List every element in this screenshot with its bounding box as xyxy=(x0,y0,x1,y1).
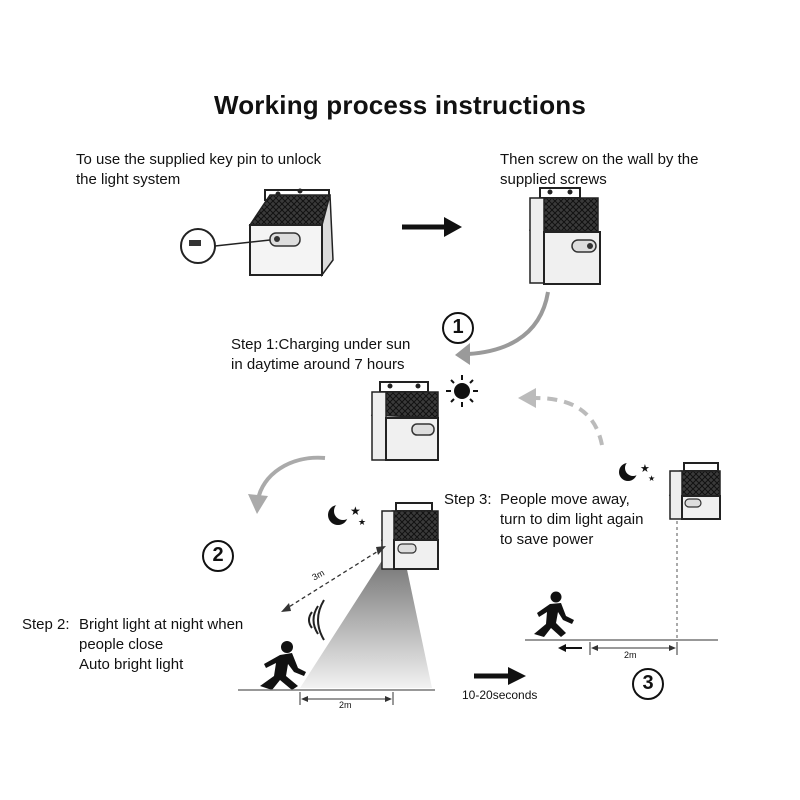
step-1-description: Charging under sun in daytime around 7 h… xyxy=(231,336,411,373)
motion-waves-icon xyxy=(308,599,325,641)
screw-instruction: Then screw on the wall by the supplied s… xyxy=(500,151,699,188)
right-arrow-icon xyxy=(402,217,462,237)
solar-lamp-bright-image xyxy=(380,502,439,570)
curved-arrow-to-step1-icon xyxy=(455,291,550,365)
step-1-text: Step 1:Charging under sun in daytime aro… xyxy=(231,335,410,375)
step-2-number-circle: 2 xyxy=(202,540,234,572)
step-3-number-circle: 3 xyxy=(632,668,664,700)
ground-line-step3 xyxy=(525,639,718,655)
detection-range-dashed-line xyxy=(281,546,386,612)
solar-lamp-dim-image xyxy=(668,462,721,520)
running-person-icon-step3 xyxy=(534,591,574,637)
light-beam-image xyxy=(300,548,432,688)
key-pin-detail-image xyxy=(180,228,271,264)
ground-distance-label-step2: 2m xyxy=(339,700,352,710)
timer-arrow-icon xyxy=(474,667,526,685)
unlock-instruction: To use the supplied key pin to unlock th… xyxy=(76,151,322,188)
solar-lamp-unlock-image xyxy=(248,188,334,278)
timer-label: 10-20seconds xyxy=(462,688,538,702)
svg-text:★: ★ xyxy=(350,504,361,518)
solar-lamp-charging-image xyxy=(370,381,439,461)
svg-text:★: ★ xyxy=(640,462,650,475)
svg-text:★: ★ xyxy=(648,474,655,483)
moon-stars-icon: ★ ★ xyxy=(328,502,366,528)
ground-distance-label-step3: 2m xyxy=(624,650,637,660)
curved-arrow-to-step2-icon xyxy=(248,455,326,514)
svg-text:★: ★ xyxy=(358,518,366,528)
step-1-number-circle: 1 xyxy=(442,312,474,344)
step-2-description: Bright light at night when people close … xyxy=(79,616,244,673)
dashed-arrow-to-sun-icon xyxy=(518,388,604,446)
moon-stars-icon-step3: ★ ★ xyxy=(619,460,655,483)
solar-lamp-mounted-image xyxy=(528,187,601,285)
sun-icon xyxy=(446,375,478,407)
page-title: Working process instructions xyxy=(213,90,587,120)
step-1-label: Step 1: xyxy=(231,336,279,353)
step-2-label: Step 2: xyxy=(22,616,70,633)
step-3-label: Step 3: xyxy=(444,491,492,508)
running-person-icon xyxy=(260,641,306,690)
ground-line-step2 xyxy=(238,689,435,705)
step-3-description: People move away, turn to dim light agai… xyxy=(500,491,644,548)
